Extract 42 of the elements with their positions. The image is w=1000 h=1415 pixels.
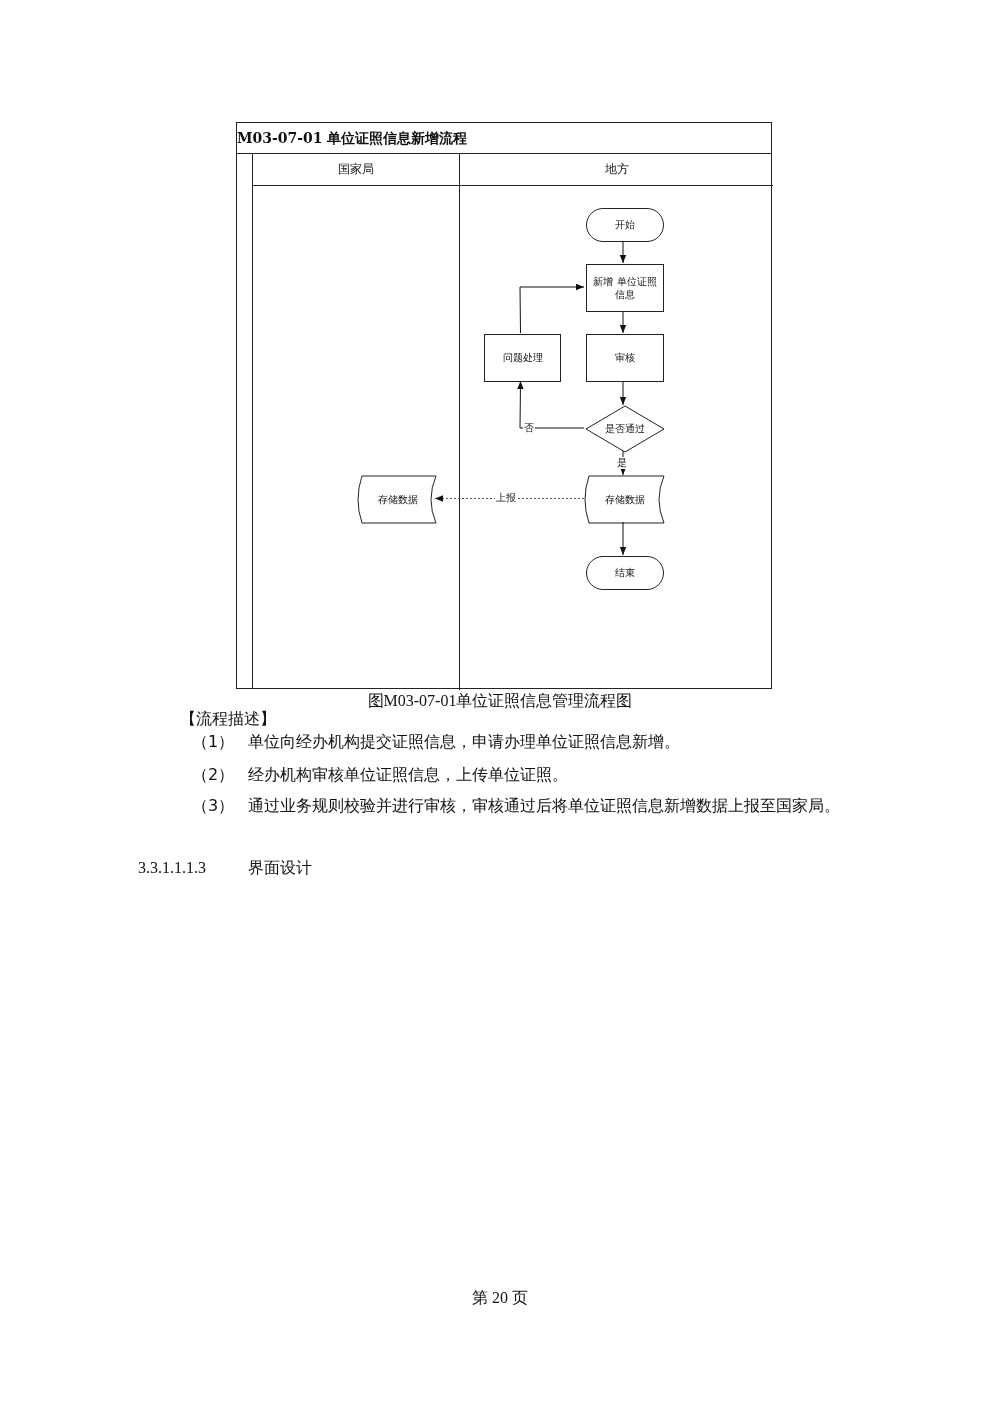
shape-label: 结束 bbox=[615, 566, 635, 580]
edge-label: 否 bbox=[523, 422, 535, 434]
text-label: 界面设计 bbox=[248, 858, 312, 878]
arrow bbox=[619, 240, 627, 264]
stored-data-shape bbox=[586, 476, 664, 523]
pool-title: M03-07-01 单位证照信息新增流程 bbox=[237, 123, 771, 154]
decision-diamond bbox=[586, 406, 664, 452]
shape-label: 审核 bbox=[615, 351, 635, 365]
edge-label: 上报 bbox=[495, 492, 517, 504]
arrow bbox=[517, 380, 585, 429]
terminator-shape bbox=[586, 208, 664, 242]
process-box bbox=[586, 334, 664, 382]
arrow bbox=[619, 310, 627, 334]
lane-header: 国家局 bbox=[253, 154, 459, 186]
swimlane-pool bbox=[236, 122, 772, 689]
text-label: （1） bbox=[192, 731, 235, 753]
stored-data-shape bbox=[359, 476, 436, 523]
shape-label: 新增 单位证照信息 bbox=[592, 274, 658, 302]
arrow bbox=[519, 283, 585, 334]
terminator-shape bbox=[586, 556, 664, 590]
shape-label: 开始 bbox=[615, 218, 635, 232]
text-label: 单位向经办机构提交证照信息，申请办理单位证照信息新增。 bbox=[248, 732, 680, 752]
text-label: 第 20 页 bbox=[471, 1288, 529, 1308]
lane-header: 地方 bbox=[460, 154, 773, 186]
text-label: 经办机构审核单位证照信息，上传单位证照。 bbox=[248, 765, 568, 785]
shape-label: 问题处理 bbox=[502, 351, 543, 365]
text-label: （3） bbox=[192, 795, 235, 817]
arrow bbox=[619, 521, 627, 556]
shape-label: 存储数据 bbox=[605, 492, 645, 507]
text-label: （2） bbox=[192, 764, 235, 786]
text-label: 3.3.1.1.1.3 bbox=[138, 858, 206, 878]
process-box bbox=[586, 264, 664, 312]
text-label: 通过业务规则校验并进行审核，审核通过后将单位证照信息新增数据上报至国家局。 bbox=[248, 796, 841, 816]
arrow bbox=[619, 380, 627, 406]
text-label: 【流程描述】 bbox=[180, 709, 276, 729]
edge-label: 是 bbox=[616, 457, 628, 469]
process-box bbox=[484, 334, 561, 382]
swimlane-lane bbox=[459, 154, 773, 690]
figure-caption: 图M03-07-01单位证照信息管理流程图 bbox=[366, 691, 634, 711]
shape-label: 存储数据 bbox=[377, 492, 418, 507]
arrow bbox=[434, 495, 585, 502]
shape-label: 是否通过 bbox=[605, 422, 645, 436]
